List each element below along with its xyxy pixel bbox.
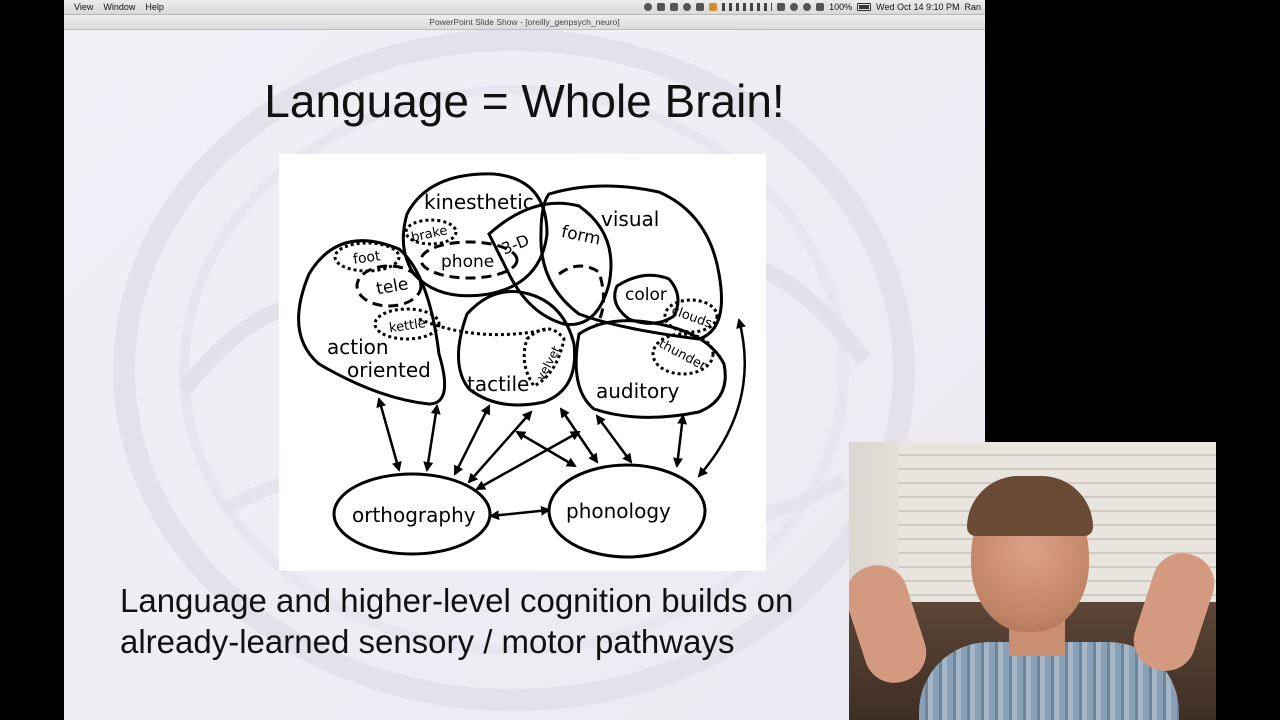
label-oriented: oriented: [347, 358, 431, 382]
menu-view[interactable]: View: [74, 2, 94, 12]
region-tactile: [457, 290, 577, 407]
label-thunder: thunder: [656, 337, 709, 375]
cpu-meter-icon[interactable]: [709, 3, 718, 11]
region-form: [487, 201, 613, 326]
label-color: color: [625, 285, 667, 305]
record-icon[interactable]: [644, 3, 653, 11]
system-monitor-icon[interactable]: [722, 3, 773, 11]
label-orthography: orthography: [352, 503, 476, 527]
status-tray: 100% Wed Oct 14 9:10 PM Ran: [644, 2, 985, 12]
window-title: PowerPoint Slide Show - [oreilly_genpsyc…: [429, 17, 620, 27]
wifi-icon[interactable]: [790, 3, 799, 11]
time-machine-icon[interactable]: [803, 3, 812, 11]
menubar-clock[interactable]: Wed Oct 14 9:10 PM: [876, 2, 960, 12]
label-phonology: phonology: [566, 499, 671, 523]
presenter-webcam: [849, 442, 1216, 720]
label-foot: foot: [352, 248, 382, 268]
label-3d: 3-D: [499, 230, 532, 258]
menu-help[interactable]: Help: [145, 2, 164, 12]
menu-window[interactable]: Window: [103, 2, 136, 12]
slide: Language = Whole Brain!: [64, 30, 985, 720]
label-kettle: kettle: [388, 316, 427, 336]
label-form: form: [559, 222, 602, 250]
screen-icon[interactable]: [670, 3, 679, 11]
slide-title: Language = Whole Brain!: [264, 75, 785, 127]
region-color: [613, 273, 680, 325]
location-icon[interactable]: [683, 3, 692, 11]
dropbox-icon[interactable]: [696, 3, 705, 11]
label-tactile: tactile: [467, 372, 529, 396]
label-tele: tele: [375, 274, 410, 299]
body-line-1: Language and higher-level cognition buil…: [120, 582, 794, 619]
label-kinesthetic: kinesthetic: [424, 190, 534, 214]
slide-body: Language and higher-level cognition buil…: [120, 580, 793, 662]
menu-bar: View Window Help 100% Wed Oct 14 9:10 PM…: [64, 0, 985, 15]
creative-cloud-icon[interactable]: [657, 3, 666, 11]
menubar-user[interactable]: Ran: [964, 2, 981, 12]
label-auditory: auditory: [596, 379, 679, 403]
label-velvet: velvet: [533, 343, 563, 383]
battery-percent: 100%: [829, 2, 853, 12]
window-title-bar: PowerPoint Slide Show - [oreilly_genpsyc…: [64, 15, 985, 30]
body-line-2: already-learned sensory / motor pathways: [120, 623, 735, 660]
airplay-icon[interactable]: [777, 3, 786, 11]
label-action: action: [327, 335, 389, 359]
language-diagram: kinesthetic visual action oriented tacti…: [279, 154, 766, 571]
volume-icon[interactable]: [816, 3, 825, 11]
presenter-hair: [967, 476, 1093, 536]
label-brake: brake: [410, 223, 449, 245]
label-phone: phone: [441, 252, 494, 272]
battery-icon[interactable]: [857, 3, 872, 11]
label-visual: visual: [601, 207, 659, 231]
